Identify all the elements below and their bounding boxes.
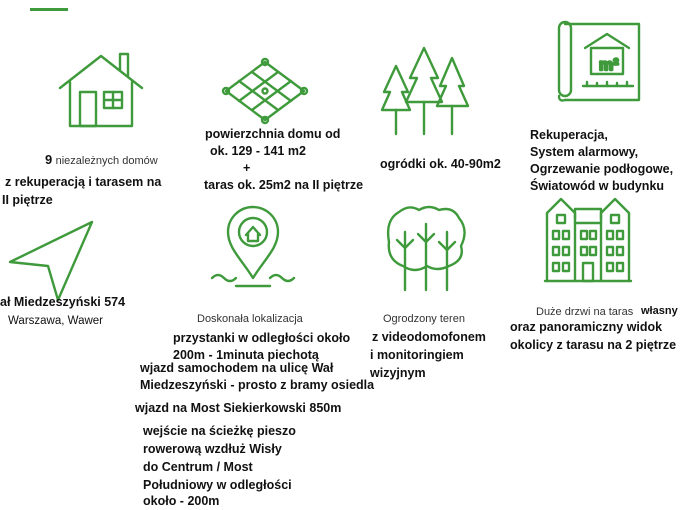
doors-title2: własny o xyxy=(641,305,680,317)
location-pin-icon xyxy=(208,204,298,294)
houses-line1: 9 niezależnych domów xyxy=(45,151,158,170)
navigation-arrow-icon xyxy=(8,220,100,304)
systems-line1: Rekuperacja, xyxy=(530,128,608,142)
area-line2: ok. 129 - 141 m2 xyxy=(210,144,306,158)
area-net-icon xyxy=(221,57,309,125)
location-line2: 200m - 1minuta piechotą xyxy=(173,348,319,362)
building-icon xyxy=(543,195,633,285)
address-line1: ał Miedzeszyński 574 xyxy=(0,295,126,309)
house-icon xyxy=(58,50,144,130)
area-line4: taras ok. 25m2 na II piętrze xyxy=(204,178,364,192)
doors-title: Duże drzwi na taras xyxy=(536,306,634,318)
fenced-title: Ogrodzony teren xyxy=(383,313,465,325)
gardens-line1: ogródki ok. 40-90m2 xyxy=(380,157,501,171)
houses-count: 9 xyxy=(45,152,53,167)
location-line3: wjazd samochodem na ulicę Wał xyxy=(140,361,334,375)
location-line4: Miedzeszyński - prosto z bramy osiedla xyxy=(140,378,375,392)
location-line10: około - 200m xyxy=(143,494,220,508)
doors-line1: oraz panoramiczny widok xyxy=(510,320,663,334)
fenced-line2: i monitoringiem xyxy=(370,348,464,362)
location-line6: wejście na ścieżkę pieszo xyxy=(143,424,296,438)
fenced-line1: z videodomofonem xyxy=(372,330,486,344)
systems-line3: Ogrzewanie podłogowe, xyxy=(530,162,674,176)
area-line1: powierzchnia domu od xyxy=(205,127,341,141)
fenced-line3: wizyjnym xyxy=(370,366,426,380)
accent-bar xyxy=(30,8,68,11)
address-line2: Warszawa, Wawer xyxy=(8,315,103,327)
systems-line4: Światowód w budynku xyxy=(530,179,665,193)
blueprint-m2-label: m² xyxy=(599,57,619,74)
location-line9: Południowy w odległości xyxy=(143,478,292,492)
location-line5: wjazd na Most Siekierkowski 850m xyxy=(135,401,342,415)
trees-icon xyxy=(380,44,472,136)
houses-line3: II piętrze xyxy=(2,193,53,207)
blueprint-icon: m² xyxy=(555,18,643,104)
systems-line2: System alarmowy, xyxy=(530,145,639,159)
area-line3: + xyxy=(243,161,251,175)
location-line8: do Centrum / Most xyxy=(143,460,253,474)
location-title: Doskonała lokalizacja xyxy=(197,313,303,325)
houses-label: niezależnych domów xyxy=(55,155,158,167)
location-line1: przystanki w odległości około xyxy=(173,331,351,345)
doors-line2: okolicy z tarasu na 2 piętrze xyxy=(510,338,677,352)
houses-line2: z rekuperacją i tarasem na xyxy=(5,175,162,189)
location-line7: rowerową wzdłuż Wisły xyxy=(143,442,282,456)
bushes-icon xyxy=(383,202,469,292)
